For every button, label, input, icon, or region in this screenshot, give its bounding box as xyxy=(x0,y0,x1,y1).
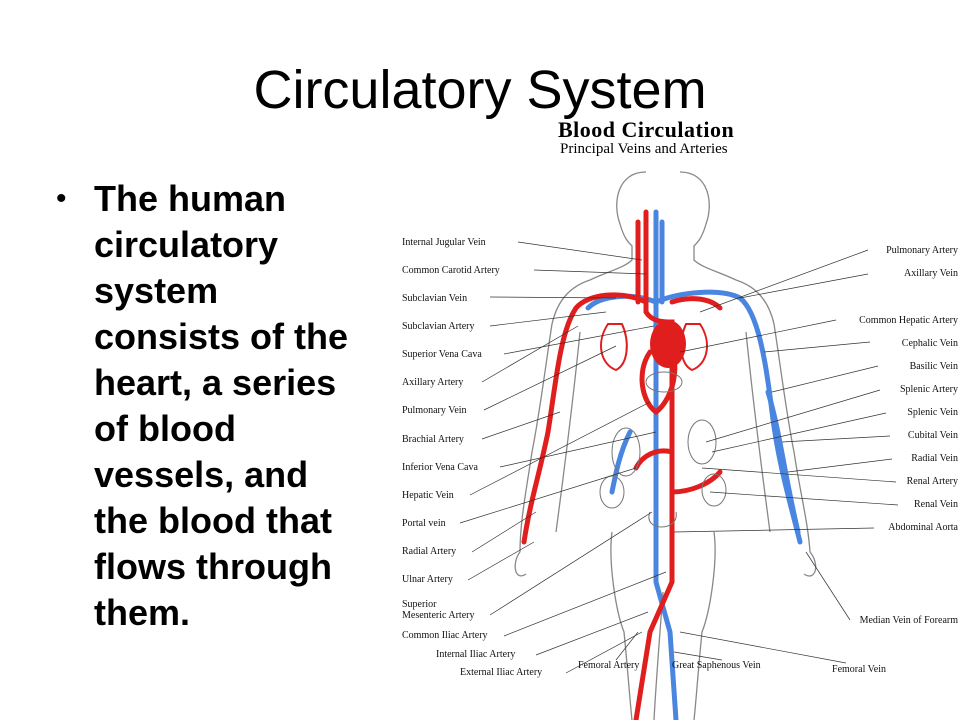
label-axillary-vein: Axillary Vein xyxy=(904,268,958,279)
label-subclavian-artery: Subclavian Artery xyxy=(402,321,475,332)
label-great-saphenous-vein: Great Saphenous Vein xyxy=(672,660,761,671)
label-renal-artery: Renal Artery xyxy=(906,476,958,487)
label-superior: Superior xyxy=(402,599,437,610)
label-pulmonary-vein: Pulmonary Vein xyxy=(402,405,467,416)
label-radial-artery: Radial Artery xyxy=(402,546,457,557)
circulation-diagram: Blood Circulation Principal Veins and Ar… xyxy=(380,112,960,720)
label-common-carotid-artery: Common Carotid Artery xyxy=(402,265,500,276)
heart xyxy=(650,320,686,368)
lungs xyxy=(600,323,708,372)
label-hepatic-vein: Hepatic Vein xyxy=(402,490,454,501)
label-internal-jugular-vein: Internal Jugular Vein xyxy=(402,237,486,248)
diagram-subtitle: Principal Veins and Arteries xyxy=(560,141,728,157)
label-femoral-artery: Femoral Artery xyxy=(578,660,640,671)
bullet-marker: • xyxy=(56,182,67,215)
leader-lines xyxy=(459,241,899,674)
label-common-iliac-artery: Common Iliac Artery xyxy=(402,630,488,641)
label-inferior-vena-cava: Inferior Vena Cava xyxy=(402,462,478,473)
body-outline xyxy=(514,171,817,720)
label-external-iliac-artery: External Iliac Artery xyxy=(460,667,543,678)
slide-title: Circulatory System xyxy=(253,60,707,120)
label-cubital-vein: Cubital Vein xyxy=(907,430,958,441)
label-portal-vein: Portal vein xyxy=(402,518,446,529)
label-brachial-artery: Brachial Artery xyxy=(402,434,464,445)
label-internal-iliac-artery: Internal Iliac Artery xyxy=(436,649,516,660)
label-ulnar-artery: Ulnar Artery xyxy=(402,574,453,585)
bullet-text: The human circulatory system consists of… xyxy=(94,178,349,633)
label-mesenteric-artery: Mesenteric Artery xyxy=(402,610,475,621)
label-basilic-vein: Basilic Vein xyxy=(909,361,958,372)
arteries xyxy=(521,209,723,720)
label-splenic-vein: Splenic Vein xyxy=(907,407,958,418)
anatomy-illustration xyxy=(459,171,899,720)
label-common-hepatic-artery: Common Hepatic Artery xyxy=(859,315,958,326)
label-axillary-artery: Axillary Artery xyxy=(402,377,464,388)
label-femoral-vein: Femoral Vein xyxy=(832,664,886,675)
label-subclavian-vein: Subclavian Vein xyxy=(402,293,468,304)
veins xyxy=(585,209,803,720)
label-cephalic-vein: Cephalic Vein xyxy=(901,338,958,349)
label-abdominal-aorta: Abdominal Aorta xyxy=(888,522,958,533)
label-median-vein-of-forearm: Median Vein of Forearm xyxy=(859,615,958,626)
label-superior-vena-cava: Superior Vena Cava xyxy=(402,349,482,360)
label-pulmonary-artery: Pulmonary Artery xyxy=(886,245,958,256)
label-splenic-artery: Splenic Artery xyxy=(899,384,958,395)
diagram-title: Blood Circulation xyxy=(558,117,735,142)
label-renal-vein: Renal Vein xyxy=(914,499,958,510)
organs xyxy=(599,371,727,528)
label-radial-vein: Radial Vein xyxy=(911,453,958,464)
